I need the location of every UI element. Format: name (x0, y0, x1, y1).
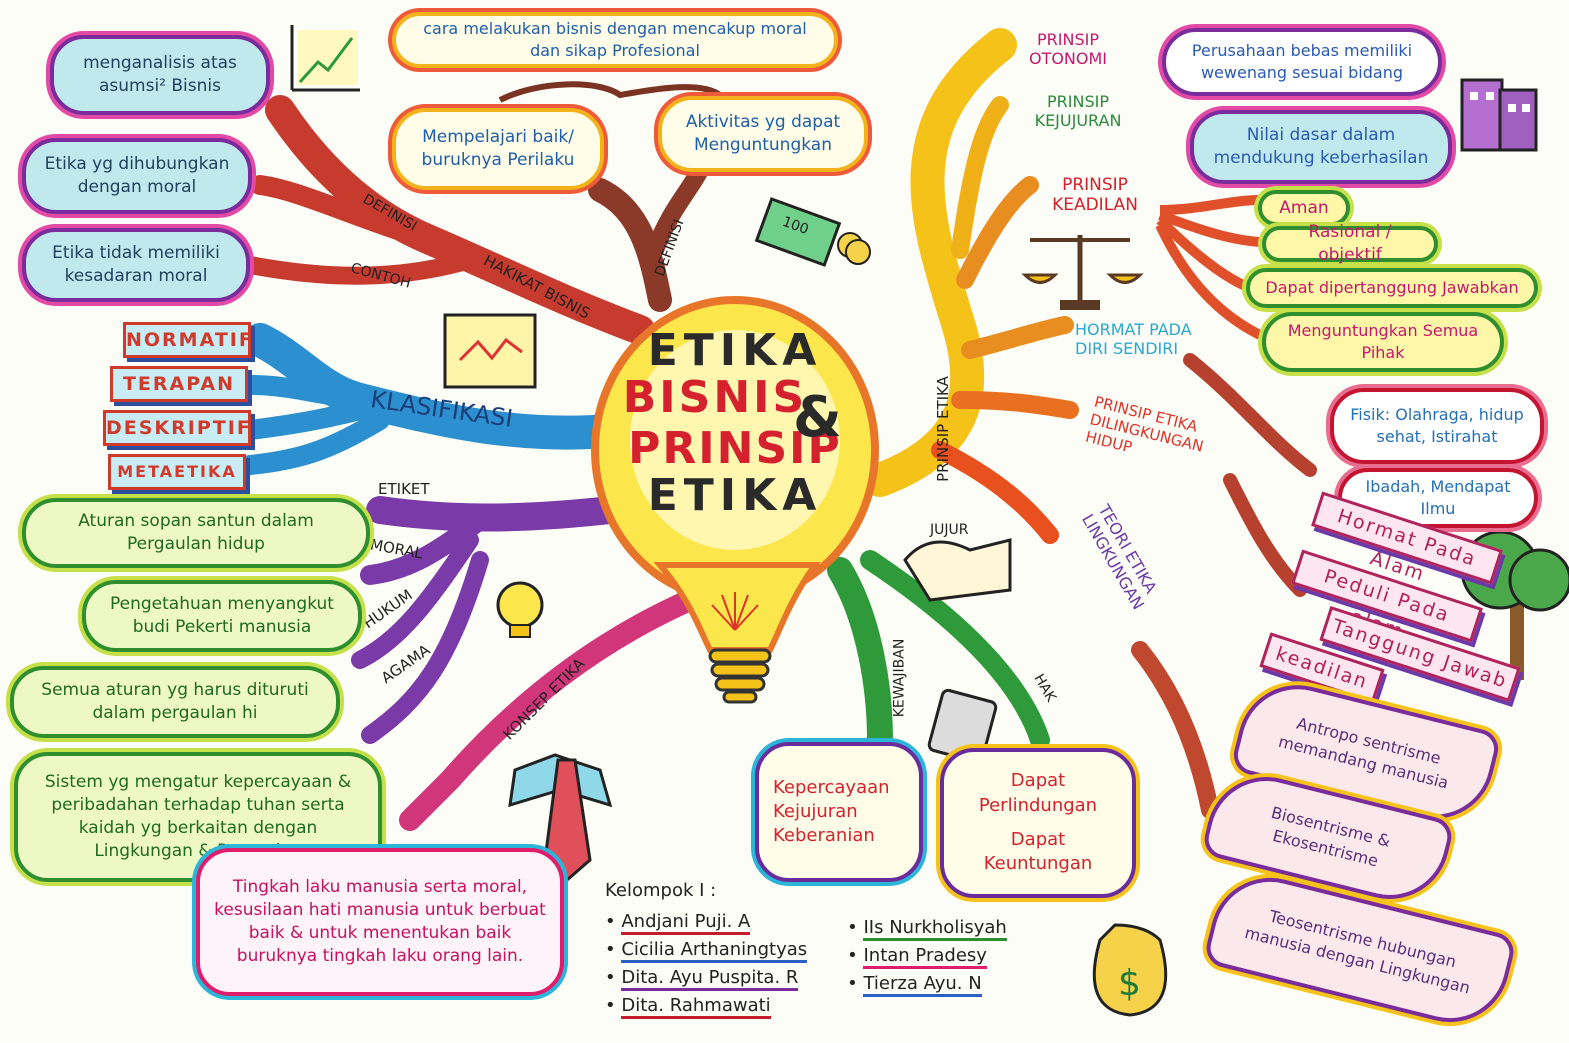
kewajiban-branch (840, 570, 880, 740)
building-icon (1462, 80, 1536, 150)
bubble-etiket: Aturan sopan santun dalam Pergaulan hidu… (22, 498, 370, 568)
title-amp: & (793, 385, 842, 450)
svg-text:$: $ (1118, 963, 1141, 1004)
member: • IIs Nurkholisyah (847, 917, 1007, 938)
bubble-baik-buruk: Mempelajari baik/ buruknya Perilaku (392, 108, 604, 190)
klasifikasi-deskriptif: DESKRIPTIF (103, 410, 251, 446)
klasifikasi-normatif: NORMATIF (123, 322, 251, 358)
label-jujur: JUJUR (930, 522, 968, 538)
bubble-cara-bisnis: cara melakukan bisnis dengan mencakup mo… (392, 12, 838, 68)
label-prinsip-etika: PRINSIP ETIKA (934, 376, 952, 482)
bubble-hak: Dapat Perlindungan Dapat Keuntungan (940, 748, 1136, 898)
hormat-fisik: Fisik: Olahraga, hidup sehat, Istirahat (1330, 388, 1544, 464)
bubble-kejujuran: Nilai dasar dalam mendukung keberhasilan (1190, 110, 1452, 184)
member: • Tierza Ayu. N (847, 973, 1007, 994)
kelompok-title: Kelompok I : (605, 880, 1055, 901)
label-prinsip-otonomi: PRINSIP OTONOMI (1018, 30, 1118, 68)
konsep-branch (380, 510, 610, 518)
bubble-moral: Etika yg dihubungkan dengan moral (22, 138, 252, 214)
kewajiban-item: Kejujuran (773, 800, 858, 824)
kewajiban-item: Kepercayaan (773, 776, 890, 800)
bubble-hukum: Semua aturan yg harus dituruti dalam per… (10, 666, 340, 738)
member: • Andjani Puji. A (605, 911, 807, 932)
bubble-tidak-moral: Etika tidak memiliki kesadaran moral (22, 228, 250, 302)
bubble-asumsi: menganalisis atas asumsi² Bisnis (50, 35, 270, 115)
bubble-moral-konsep: Pengetahuan menyangkut budi Pekerti manu… (82, 580, 362, 652)
center-title: ETIKA BISNIS & PRINSIP ETIKA (615, 325, 855, 521)
bubble-konsep-etika: Tingkah laku manusia serta moral, kesusi… (196, 848, 564, 996)
klasifikasi-metaetika: METAETIKA (108, 454, 246, 490)
hak-item: Dapat Keuntungan (958, 828, 1118, 877)
title-line1: ETIKA (615, 325, 855, 376)
member: • Cicilia Arthaningtyas (605, 939, 807, 960)
money-icon (757, 199, 870, 265)
member: • Dita. Rahmawati (605, 995, 807, 1016)
keadilan-dapat: Dapat dipertanggung Jawabkan (1246, 268, 1538, 308)
label-etiket: ETIKET (378, 480, 430, 498)
label-kewajiban: KEWAJIBAN (891, 639, 907, 718)
label-prinsip-keadilan: PRINSIP KEADILAN (1040, 175, 1150, 215)
keadilan-rasional: Rasional / objektif (1262, 226, 1438, 262)
klasifikasi-terapan: TERAPAN (110, 366, 248, 402)
money-bag-icon: $ (1094, 925, 1165, 1015)
member: • Intan Pradesy (847, 945, 1007, 966)
label-prinsip-kejujuran: PRINSIP KEJUJURAN (1018, 92, 1138, 130)
chart-down-icon (445, 315, 535, 387)
lightbulb-small-icon (498, 583, 542, 637)
bubble-aktivitas: Aktivitas yg dapat Menguntungkan (658, 96, 868, 172)
kelompok-block: Kelompok I : • Andjani Puji. A • Cicilia… (605, 880, 1055, 1037)
kewajiban-item: Keberanian (773, 824, 875, 848)
keadilan-menguntungkan: Menguntungkan Semua Pihak (1262, 312, 1504, 372)
label-hormat: HORMAT PADA DIRI SENDIRI (1075, 320, 1225, 358)
title-line4: ETIKA (615, 470, 855, 521)
hak-item: Dapat Perlindungan (958, 769, 1118, 818)
scale-icon (1025, 235, 1140, 310)
chart-up-icon (292, 25, 360, 90)
bubble-kewajiban: Kepercayaan Kejujuran Keberanian (755, 742, 923, 882)
member: • Dita. Ayu Puspita. R (605, 967, 807, 988)
bubble-otonomi: Perusahaan bebas memiliki wewenang sesua… (1162, 28, 1442, 96)
